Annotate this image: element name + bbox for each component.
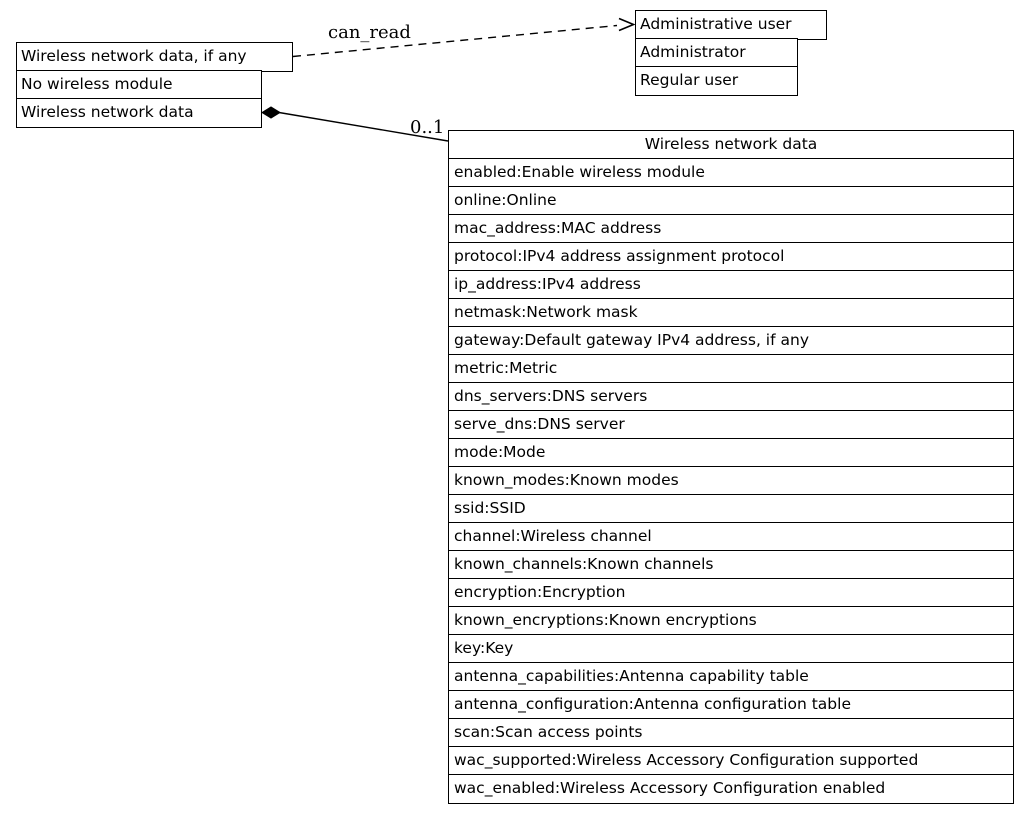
attribute-row: channel:Wireless channel (449, 523, 1013, 551)
open-arrowhead-icon (618, 17, 636, 32)
edge-label-multiplicity: 0..1 (410, 117, 445, 138)
node-row: Wireless network data, if any (16, 42, 293, 72)
attribute-row: ip_address:IPv4 address (449, 271, 1013, 299)
attribute-row: encryption:Encryption (449, 579, 1013, 607)
node-row: Wireless network data (16, 98, 262, 128)
attribute-row: key:Key (449, 635, 1013, 663)
node-row: Administrator (635, 38, 798, 68)
attribute-row: known_modes:Known modes (449, 467, 1013, 495)
node-row: No wireless module (16, 70, 262, 100)
attribute-row: protocol:IPv4 address assignment protoco… (449, 243, 1013, 271)
node-row: Administrative user (635, 10, 827, 40)
attribute-row: wac_supported:Wireless Accessory Configu… (449, 747, 1013, 775)
attribute-row: gateway:Default gateway IPv4 address, if… (449, 327, 1013, 355)
attribute-row: enabled:Enable wireless module (449, 159, 1013, 187)
attribute-row: dns_servers:DNS servers (449, 383, 1013, 411)
wireless-network-data-table: Wireless network data enabled:Enable wir… (448, 130, 1014, 804)
attribute-row: antenna_capabilities:Antenna capability … (449, 663, 1013, 691)
attribute-row: scan:Scan access points (449, 719, 1013, 747)
attribute-row: serve_dns:DNS server (449, 411, 1013, 439)
attribute-row: metric:Metric (449, 355, 1013, 383)
attribute-row: known_encryptions:Known encryptions (449, 607, 1013, 635)
node-row: Regular user (635, 66, 798, 96)
attribute-row: mode:Mode (449, 439, 1013, 467)
attribute-row: ssid:SSID (449, 495, 1013, 523)
edge-label-can-read: can_read (328, 22, 411, 43)
table-title: Wireless network data (449, 131, 1013, 159)
attribute-row: mac_address:MAC address (449, 215, 1013, 243)
attribute-row: antenna_configuration:Antenna configurat… (449, 691, 1013, 719)
attribute-row: online:Online (449, 187, 1013, 215)
attribute-row: wac_enabled:Wireless Accessory Configura… (454, 779, 886, 797)
attribute-row: netmask:Network mask (449, 299, 1013, 327)
attribute-row: known_channels:Known channels (449, 551, 1013, 579)
